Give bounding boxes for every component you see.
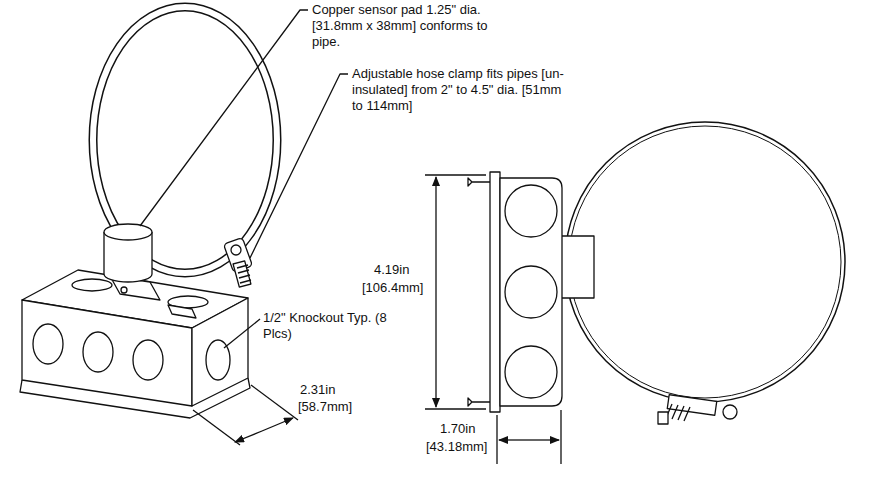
callout-text: Adjustable hose clamp fits pipes [un-ins… — [352, 66, 574, 114]
callout-text: 1/2" Knockout Typ. (8 Plcs) — [263, 310, 393, 342]
dimension-text: 4.19in — [374, 262, 409, 278]
dimension-text: [58.7mm] — [298, 399, 352, 415]
dimension-text: [106.4mm] — [362, 280, 423, 296]
dimension-text: 1.70in — [440, 421, 475, 437]
dimension-text: 2.31in — [300, 382, 335, 398]
dimension-text: [43.18mm] — [426, 439, 487, 455]
callout-text: Copper sensor pad 1.25" dia. [31.8mm x 3… — [312, 2, 494, 50]
